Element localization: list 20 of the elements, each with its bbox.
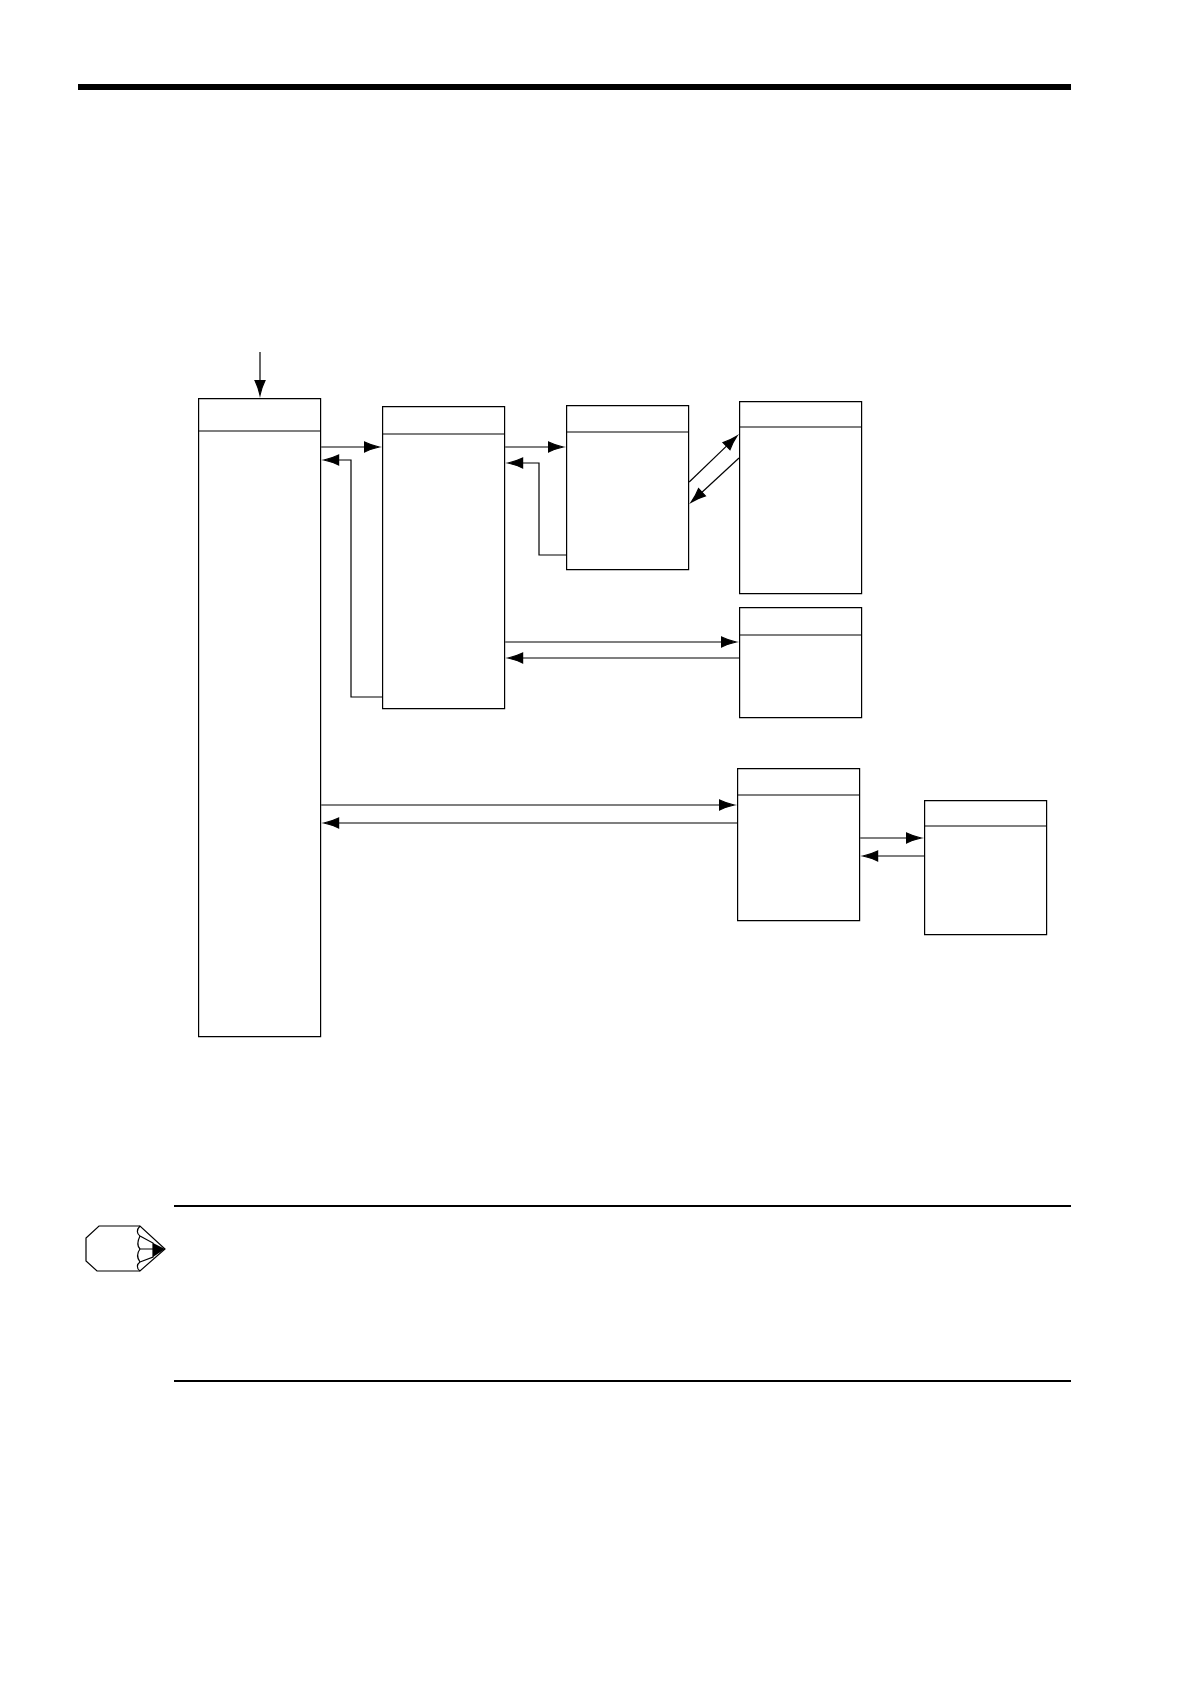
arrow [323, 454, 383, 698]
arrow [507, 457, 567, 556]
arrow [862, 850, 925, 862]
memory-block [381, 406, 506, 710]
arrow [504, 636, 737, 648]
arrow [859, 832, 922, 844]
memory-block [923, 800, 1048, 936]
arrow [320, 799, 735, 811]
arrow [690, 457, 740, 503]
arrow [320, 441, 380, 453]
arrow [254, 351, 266, 396]
arrow [688, 435, 738, 483]
arrow [323, 817, 738, 829]
arrow [504, 441, 564, 453]
memory-block [738, 401, 863, 595]
memory-block [565, 405, 690, 571]
memory-block [738, 607, 863, 719]
memory-block [197, 398, 322, 1038]
memory-block [736, 768, 861, 922]
arrow [507, 652, 740, 664]
